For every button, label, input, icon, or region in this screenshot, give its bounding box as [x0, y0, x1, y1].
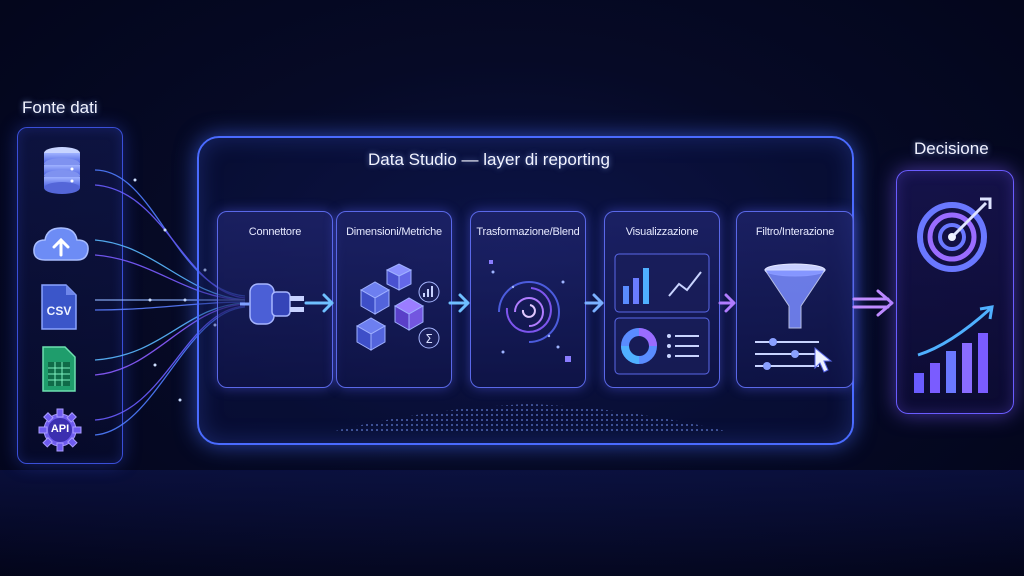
growth-bar-chart-icon [914, 305, 994, 393]
stage-connettore: Connettore [217, 211, 333, 388]
arrow-2 [448, 293, 470, 313]
arrow-4 [718, 293, 736, 313]
svg-text:Σ: Σ [425, 332, 433, 346]
stage-visualizzazione: Visualizzazione [604, 211, 720, 388]
sources-title: Fonte dati [22, 98, 98, 117]
decision-title: Decisione [914, 139, 989, 158]
flow-arrows [304, 289, 894, 317]
stage-dimensioni-metriche: Dimensioni/Metriche Σ [336, 211, 452, 388]
stage-label-dimensioni: Dimensioni/Metriche [346, 226, 442, 238]
stage-label-filtro: Filtro/Interazione [755, 226, 835, 238]
reflective-floor [0, 470, 1024, 576]
target-arrow-icon [917, 197, 992, 272]
dot-wave-decoration [330, 404, 730, 432]
arrow-5 [852, 289, 894, 317]
csv-file-icon: CSV [40, 283, 78, 331]
stage-label-trasformazione: Trasformazione/Blend [476, 226, 580, 238]
cloud-upload-icon [33, 227, 89, 261]
api-label: API [50, 423, 70, 435]
studio-title: Data Studio — layer di reporting [368, 150, 610, 169]
api-gear-icon: API [37, 407, 83, 453]
charts-dashboard-icon [614, 253, 710, 375]
arrow-3 [584, 293, 604, 313]
stage-filtro-interazione: Filtro/Interazione [736, 211, 854, 388]
arrow-1 [304, 293, 334, 313]
swirl-transform-icon [489, 260, 571, 362]
stage-trasformazione-blend: Trasformazione/Blend [470, 211, 586, 388]
stage-label-visualizzazione: Visualizzazione [625, 226, 699, 238]
database-icon [44, 147, 80, 194]
spreadsheet-icon [42, 346, 76, 392]
stage-label-connettore: Connettore [248, 226, 302, 238]
funnel-filter-icon [755, 263, 833, 373]
plug-connector-icon [240, 283, 304, 325]
csv-label: CSV [46, 304, 72, 318]
cubes-metrics-icon: Σ [355, 263, 440, 351]
